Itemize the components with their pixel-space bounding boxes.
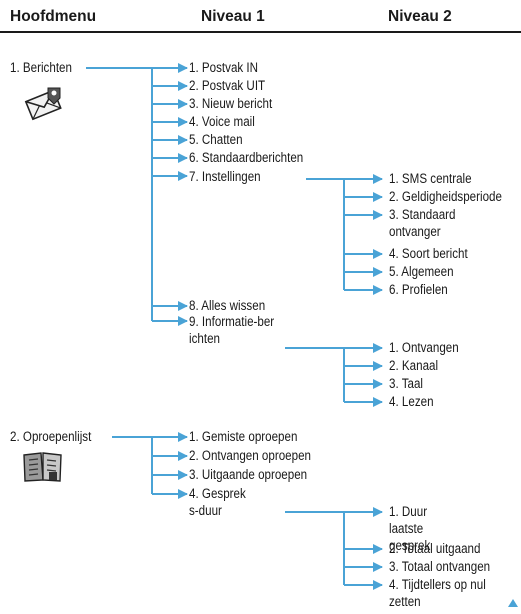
submenu-item-standaardberichten: 6. Standaardberichten bbox=[189, 150, 304, 165]
submenu-item-gemiste-oproepen: 1. Gemiste oproepen bbox=[189, 429, 298, 444]
level2-item-sms-centrale: 1. SMS centrale bbox=[389, 171, 472, 186]
submenu-item-label: 4. Gespreks-duur bbox=[189, 486, 246, 518]
level2-item-standaard-ontvanger: 3. Standaard ontvanger bbox=[389, 206, 472, 240]
level2-item-profielen: 6. Profielen bbox=[389, 282, 448, 297]
submenu-item-voice-mail: 4. Voice mail bbox=[189, 114, 255, 129]
level2-item-label: 3. Standaard ontvanger bbox=[389, 207, 456, 239]
submenu-item-nieuw-bericht: 3. Nieuw bericht bbox=[189, 96, 273, 111]
level2-item-tijdtellers: 4. Tijdtellers op nul zetten bbox=[389, 576, 509, 610]
submenu-item-gespreksduur: 4. Gespreks-duur bbox=[189, 485, 251, 519]
header-level-1: Niveau 1 bbox=[201, 8, 265, 25]
submenu-item-instellingen: 7. Instellingen bbox=[189, 169, 261, 184]
submenu-item-uitgaande-oproepen: 3. Uitgaande oproepen bbox=[189, 467, 308, 482]
submenu-item-informatieberichten: 9. Informatie-berichten bbox=[189, 313, 275, 347]
level2-item-geldigheidsperiode: 2. Geldigheidsperiode bbox=[389, 189, 502, 204]
level2-item-lezen: 4. Lezen bbox=[389, 394, 434, 409]
header-level-2: Niveau 2 bbox=[388, 8, 452, 25]
call-log-book-icon bbox=[23, 452, 62, 482]
header-main-menu: Hoofdmenu bbox=[10, 8, 97, 25]
submenu-item-postvak-uit: 2. Postvak UIT bbox=[189, 78, 266, 93]
level2-item-taal: 3. Taal bbox=[389, 376, 423, 391]
level2-item-totaal-uitgaand: 2. Totaal uitgaand bbox=[389, 541, 481, 556]
level2-item-algemeen: 5. Algemeen bbox=[389, 264, 454, 279]
level2-item-soort-bericht: 4. Soort bericht bbox=[389, 246, 468, 261]
level2-item-ontvangen: 1. Ontvangen bbox=[389, 340, 459, 355]
level2-item-totaal-ontvangen: 3. Totaal ontvangen bbox=[389, 559, 491, 574]
submenu-item-label: 9. Informatie-berichten bbox=[189, 314, 275, 346]
corner-triangle-icon bbox=[508, 599, 518, 607]
main-menu-item-oproepenlijst: 2. Oproepenlijst bbox=[10, 429, 92, 444]
submenu-item-chatten: 5. Chatten bbox=[189, 132, 243, 147]
envelope-icon bbox=[24, 87, 62, 121]
submenu-item-alles-wissen: 8. Alles wissen bbox=[189, 298, 266, 313]
header-rule bbox=[0, 31, 521, 33]
level2-item-duur-laatste-gesprek: 1. Duur laatste gesprek bbox=[389, 503, 461, 554]
submenu-item-postvak-in: 1. Postvak IN bbox=[189, 60, 259, 75]
level2-item-kanaal: 2. Kanaal bbox=[389, 358, 439, 373]
main-menu-item-berichten: 1. Berichten bbox=[10, 60, 72, 75]
level2-item-label: 1. Duur laatste gesprek bbox=[389, 504, 431, 553]
level2-item-label: 4. Tijdtellers op nul zetten bbox=[389, 577, 486, 609]
submenu-item-ontvangen-oproepen: 2. Ontvangen oproepen bbox=[189, 448, 312, 463]
